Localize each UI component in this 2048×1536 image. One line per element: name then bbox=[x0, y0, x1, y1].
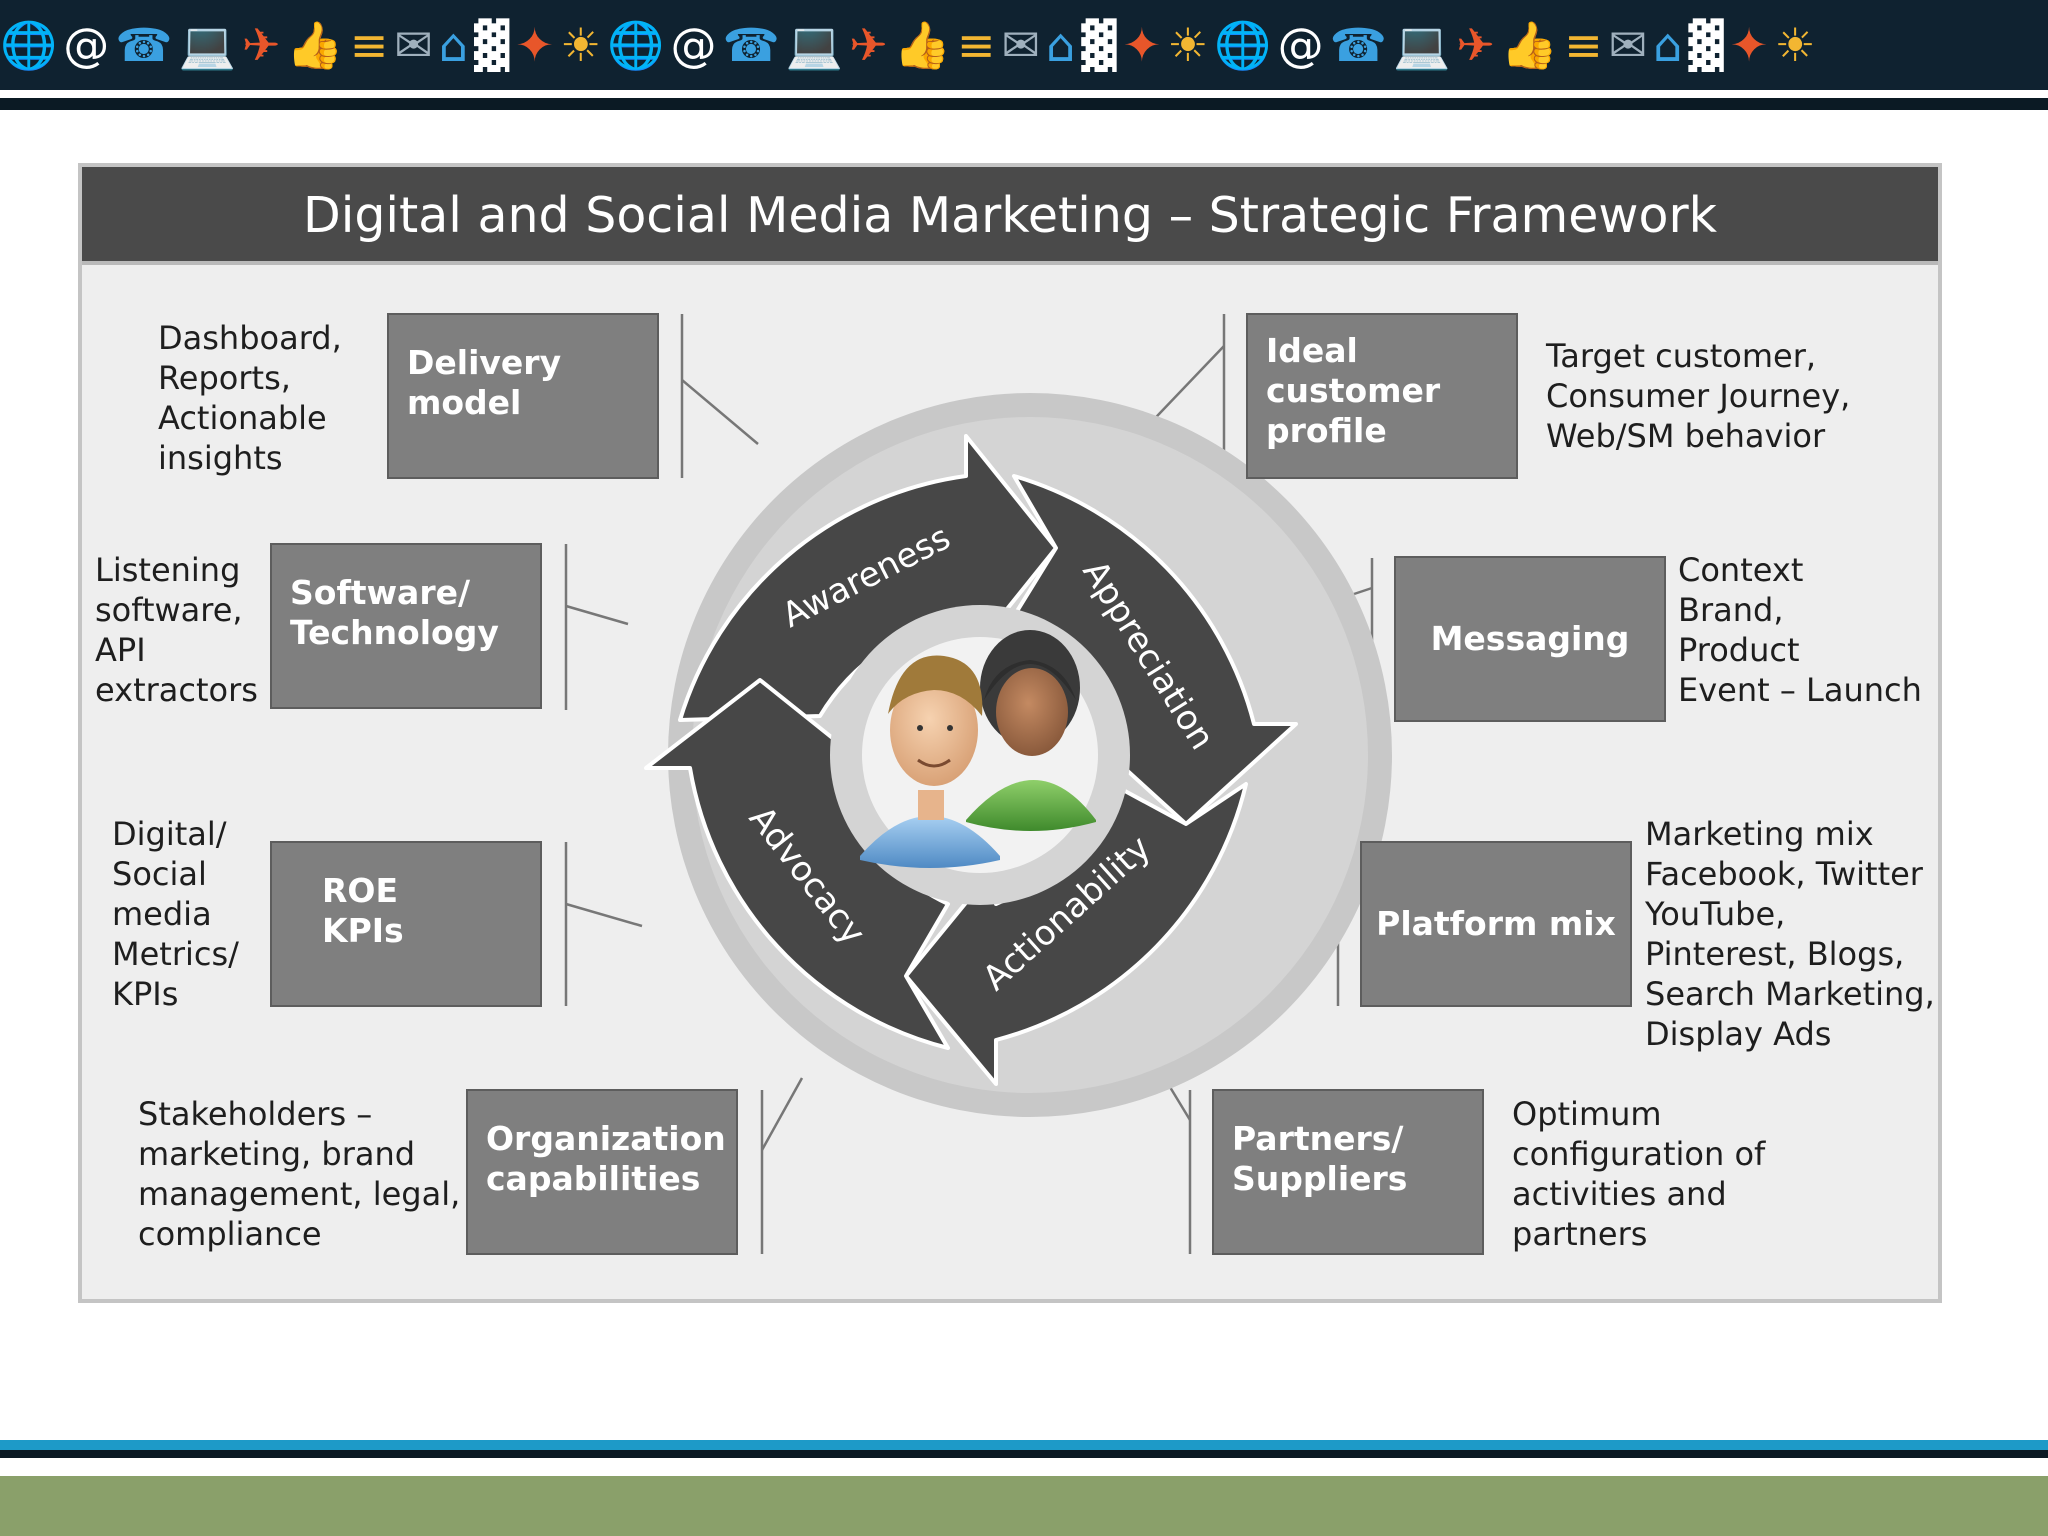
partners-suppliers-box: Partners/ Suppliers bbox=[1212, 1089, 1484, 1255]
software-technology-box: Software/ Technology bbox=[270, 543, 542, 709]
lightbulb-icon: ☀ bbox=[1167, 18, 1209, 72]
header-banner: 🌐@☎💻✈👍≡✉⌂▓✦☀🌐@☎💻✈👍≡✉⌂▓✦☀🌐@☎💻✈👍≡✉⌂▓✦☀ bbox=[0, 0, 2048, 90]
software-technology-desc: Listening software, API extractors bbox=[95, 551, 258, 709]
phone-icon: ☎ bbox=[722, 18, 780, 72]
laptop-icon: 💻 bbox=[785, 18, 844, 72]
organization-capabilities-desc: Stakeholders – marketing, brand manageme… bbox=[138, 1095, 461, 1253]
ideal-customer-profile-desc: Target customer, Consumer Journey, Web/S… bbox=[1546, 337, 1851, 455]
delivery-model-box: Delivery model bbox=[387, 313, 659, 479]
messaging-box: Messaging bbox=[1394, 556, 1666, 722]
partners-suppliers-desc: Optimum configuration of activities and … bbox=[1512, 1095, 1766, 1253]
thumbs-up-icon: 👍 bbox=[893, 18, 951, 72]
framework-title: Digital and Social Media Marketing – Str… bbox=[82, 167, 1938, 265]
laptop-icon: 💻 bbox=[1392, 18, 1451, 72]
home-icon: ⌂ bbox=[1653, 18, 1683, 72]
messaging-desc: Context Brand, Product Event – Launch bbox=[1678, 551, 1922, 709]
at-sign-icon: @ bbox=[670, 18, 717, 72]
wifi-icon: ≡ bbox=[1564, 18, 1603, 72]
delivery-model-desc: Dashboard, Reports, Actionable insights bbox=[158, 319, 342, 477]
laptop-icon: 💻 bbox=[178, 18, 236, 72]
wifi-icon: ≡ bbox=[349, 18, 389, 72]
network-icon: ✦ bbox=[1122, 18, 1162, 72]
globe-icon: 🌐 bbox=[607, 18, 665, 72]
footer-accent-dark bbox=[0, 1450, 2048, 1458]
sms-icon: ✉ bbox=[1608, 18, 1648, 72]
network-icon: ✦ bbox=[1729, 18, 1769, 72]
wifi-icon: ≡ bbox=[956, 18, 996, 72]
server-icon: ▓ bbox=[1081, 18, 1117, 72]
home-icon: ⌂ bbox=[1045, 18, 1076, 72]
thumbs-up-icon: 👍 bbox=[286, 18, 344, 72]
footer-spacer bbox=[0, 1458, 2048, 1476]
lightbulb-icon: ☀ bbox=[559, 18, 602, 72]
server-icon: ▓ bbox=[1688, 18, 1724, 72]
lightbulb-icon: ☀ bbox=[1774, 18, 1816, 72]
thumbs-up-icon: 👍 bbox=[1500, 18, 1559, 72]
organization-capabilities-box: Organization capabilities bbox=[466, 1089, 738, 1255]
home-icon: ⌂ bbox=[438, 18, 468, 72]
platform-mix-box: Platform mix bbox=[1360, 841, 1632, 1007]
phone-icon: ☎ bbox=[115, 18, 173, 72]
footer-band bbox=[0, 1476, 2048, 1536]
airplane-icon: ✈ bbox=[241, 18, 281, 72]
roe-kpis-box: ROE KPIs bbox=[270, 841, 542, 1007]
at-sign-icon: @ bbox=[1277, 18, 1324, 72]
banner-divider-dark bbox=[0, 98, 2048, 110]
server-icon: ▓ bbox=[474, 18, 510, 72]
sms-icon: ✉ bbox=[394, 18, 433, 72]
globe-icon: 🌐 bbox=[0, 18, 58, 72]
people-icon bbox=[860, 630, 1096, 868]
network-icon: ✦ bbox=[515, 18, 554, 72]
at-sign-icon: @ bbox=[63, 18, 110, 72]
banner-icon-strip: 🌐@☎💻✈👍≡✉⌂▓✦☀🌐@☎💻✈👍≡✉⌂▓✦☀🌐@☎💻✈👍≡✉⌂▓✦☀ bbox=[0, 0, 2048, 90]
roe-kpis-desc: Digital/ Social media Metrics/ KPIs bbox=[112, 815, 239, 1013]
ideal-customer-profile-box: Ideal customer profile bbox=[1246, 313, 1518, 479]
platform-mix-desc: Marketing mix Facebook, Twitter YouTube,… bbox=[1645, 815, 1935, 1053]
footer-accent-blue bbox=[0, 1440, 2048, 1450]
banner-divider-white bbox=[0, 90, 2048, 98]
globe-icon: 🌐 bbox=[1214, 18, 1272, 72]
airplane-icon: ✈ bbox=[849, 18, 888, 72]
phone-icon: ☎ bbox=[1329, 18, 1387, 72]
airplane-icon: ✈ bbox=[1456, 18, 1495, 72]
sms-icon: ✉ bbox=[1001, 18, 1040, 72]
